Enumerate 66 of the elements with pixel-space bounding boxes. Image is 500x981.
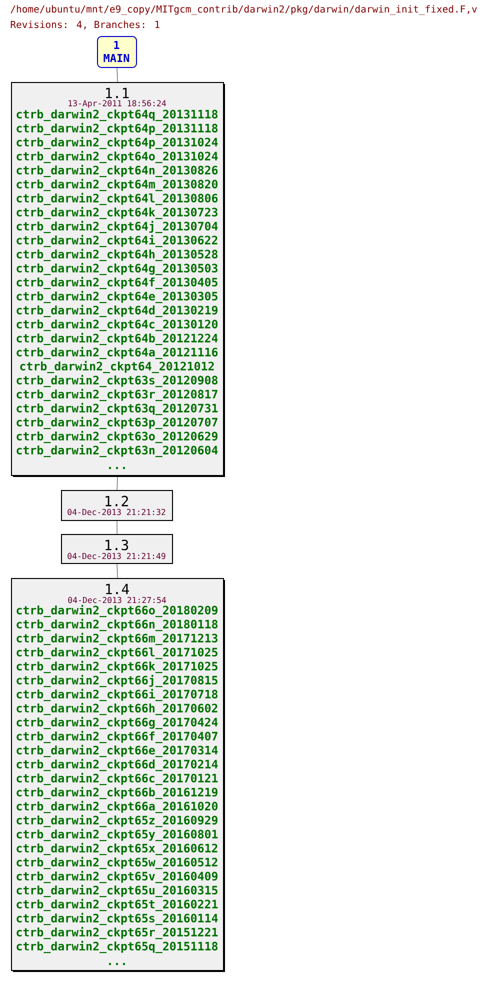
tag-name: ctrb_darwin2_ckpt63n_20120604	[16, 444, 218, 458]
revision-number: 1.1	[106, 88, 129, 98]
tag-name: ctrb_darwin2_ckpt65t_20160221	[16, 898, 218, 912]
tag-name: ctrb_darwin2_ckpt64p_20131024	[16, 136, 218, 150]
tag-name: ctrb_darwin2_ckpt64_20121012	[20, 360, 214, 374]
tag-name: ctrb_darwin2_ckpt65y_20160801	[16, 828, 218, 842]
tag-name: ctrb_darwin2_ckpt64q_20131118	[16, 108, 218, 122]
revision-date: 04-Dec-2013 21:27:54	[68, 596, 166, 604]
branch-box: 1 MAIN	[97, 36, 137, 68]
tag-name: ctrb_darwin2_ckpt64e_20130305	[16, 290, 218, 304]
tag-name: ctrb_darwin2_ckpt65q_20151118	[16, 940, 218, 954]
tag-name: ctrb_darwin2_ckpt66k_20171025	[16, 660, 218, 674]
tag-name: ctrb_darwin2_ckpt66o_20180209	[16, 604, 218, 618]
tag-name: ctrb_darwin2_ckpt66f_20170407	[16, 730, 218, 744]
tag-name: ctrb_darwin2_ckpt64p_20131118	[16, 122, 218, 136]
tag-name: ctrb_darwin2_ckpt63s_20120908	[16, 374, 218, 388]
tag-name: ctrb_darwin2_ckpt66i_20170718	[16, 688, 218, 702]
tag-name: ctrb_darwin2_ckpt66l_20171025	[16, 646, 218, 660]
tag-name: ctrb_darwin2_ckpt64k_20130723	[16, 206, 218, 220]
tag-name: ctrb_darwin2_ckpt64l_20130806	[16, 192, 218, 206]
tag-name: ctrb_darwin2_ckpt66m_20171213	[16, 632, 218, 646]
tag-name: ctrb_darwin2_ckpt64c_20130120	[16, 318, 218, 332]
connector-line	[116, 520, 118, 534]
tag-name: ctrb_darwin2_ckpt65z_20160929	[16, 814, 218, 828]
connector-line	[116, 476, 118, 490]
tag-name: ctrb_darwin2_ckpt66c_20170121	[16, 772, 218, 786]
tag-name: ctrb_darwin2_ckpt64a_20121116	[16, 346, 218, 360]
tag-name: ctrb_darwin2_ckpt64o_20131024	[16, 150, 218, 164]
tag-name: ctrb_darwin2_ckpt65w_20160512	[16, 856, 218, 870]
tag-name: ctrb_darwin2_ckpt64g_20130503	[16, 262, 218, 276]
revision-number: 1.2	[106, 496, 128, 506]
ellipsis: ...	[109, 466, 125, 470]
tag-name: ctrb_darwin2_ckpt65x_20160612	[16, 842, 218, 856]
tag-name: ctrb_darwin2_ckpt65v_20160409	[16, 870, 218, 884]
connector-line	[116, 564, 118, 578]
tag-name: ctrb_darwin2_ckpt64i_20130622	[16, 234, 218, 248]
revision-date: 04-Dec-2013 21:21:49	[68, 552, 166, 560]
tag-name: ctrb_darwin2_ckpt63r_20120817	[16, 388, 218, 402]
tag-name: ctrb_darwin2_ckpt64d_20130219	[16, 304, 218, 318]
tag-name: ctrb_darwin2_ckpt66e_20170314	[16, 744, 218, 758]
tag-name: ctrb_darwin2_ckpt66h_20170602	[16, 702, 218, 716]
revision-date: 04-Dec-2013 21:21:32	[68, 508, 166, 516]
revision-date: 13-Apr-2011 18:56:24	[68, 100, 166, 108]
tag-name: ctrb_darwin2_ckpt65u_20160315	[16, 884, 218, 898]
tag-name: ctrb_darwin2_ckpt64b_20121224	[16, 332, 218, 346]
revision-number: 1.3	[106, 540, 128, 550]
header-text: /home/ubuntu/mnt/e9_copy/MITgcm_contrib/darwin2/pkg/darwin/darwin_init_fixed.F,v	[10, 5, 477, 15]
tag-name: ctrb_darwin2_ckpt65r_20151221	[16, 926, 218, 940]
tag-name: ctrb_darwin2_ckpt65s_20160114	[16, 912, 218, 926]
tag-name: ctrb_darwin2_ckpt66j_20170815	[16, 674, 218, 688]
revision-number: 1.4	[106, 584, 129, 594]
tag-name: ctrb_darwin2_ckpt66n_20180118	[16, 618, 218, 632]
tag-name: ctrb_darwin2_ckpt64h_20130528	[16, 248, 218, 262]
tag-name: ctrb_darwin2_ckpt63o_20120629	[16, 430, 218, 444]
tag-name: ctrb_darwin2_ckpt64n_20130826	[16, 164, 218, 178]
tag-name: ctrb_darwin2_ckpt66d_20170214	[16, 758, 218, 772]
tag-name: ctrb_darwin2_ckpt63p_20120707	[16, 416, 218, 430]
ellipsis: ...	[109, 962, 125, 966]
tag-name: ctrb_darwin2_ckpt64m_20130820	[16, 178, 218, 192]
connector-line	[116, 68, 118, 82]
tag-name: ctrb_darwin2_ckpt66b_20161219	[16, 786, 218, 800]
tag-name: ctrb_darwin2_ckpt66g_20170424	[16, 716, 218, 730]
tag-name: ctrb_darwin2_ckpt66a_20161020	[16, 800, 218, 814]
tag-name: ctrb_darwin2_ckpt63q_20120731	[16, 402, 218, 416]
tag-name: ctrb_darwin2_ckpt64f_20130405	[16, 276, 218, 290]
tag-name: ctrb_darwin2_ckpt64j_20130704	[16, 220, 218, 234]
